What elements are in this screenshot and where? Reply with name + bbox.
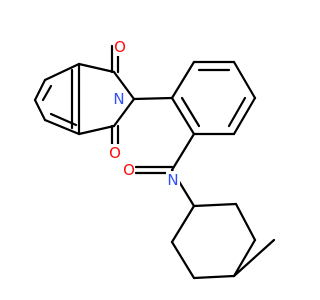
oxygen-atom-label: O — [123, 161, 135, 179]
bond — [170, 132, 196, 172]
bond — [112, 97, 136, 128]
bond — [43, 62, 81, 82]
bond — [33, 98, 47, 122]
atom-labels: O N O O N — [109, 38, 180, 189]
atom-O1: O — [114, 38, 126, 56]
molecule-structure: O N O O N — [33, 38, 276, 280]
atom-O2: O — [109, 144, 121, 162]
nitrogen-atom-label: N — [167, 171, 178, 189]
oxygen-atom-label: O — [109, 144, 121, 162]
bond — [232, 238, 257, 278]
bond — [232, 96, 257, 136]
bond — [77, 124, 116, 136]
oxygen-atom-label: O — [114, 38, 126, 56]
bond — [33, 78, 47, 102]
bond — [43, 118, 81, 136]
bond — [232, 60, 257, 100]
bond — [132, 96, 174, 101]
bond — [112, 70, 136, 101]
bond — [170, 96, 196, 136]
bond — [234, 202, 257, 242]
bond — [170, 240, 196, 280]
bond — [41, 84, 53, 102]
bond — [227, 96, 247, 128]
bond-layer — [33, 44, 276, 280]
bond — [77, 62, 116, 74]
bond — [180, 96, 201, 128]
bond — [192, 202, 238, 208]
atom-N1: N — [112, 90, 126, 108]
atom-O3: O — [123, 161, 135, 179]
nitrogen-atom-label: N — [113, 90, 124, 108]
bond — [232, 238, 276, 278]
bond — [170, 204, 196, 244]
atom-N2: N — [166, 171, 180, 189]
bond — [170, 60, 196, 100]
bond — [192, 274, 236, 280]
